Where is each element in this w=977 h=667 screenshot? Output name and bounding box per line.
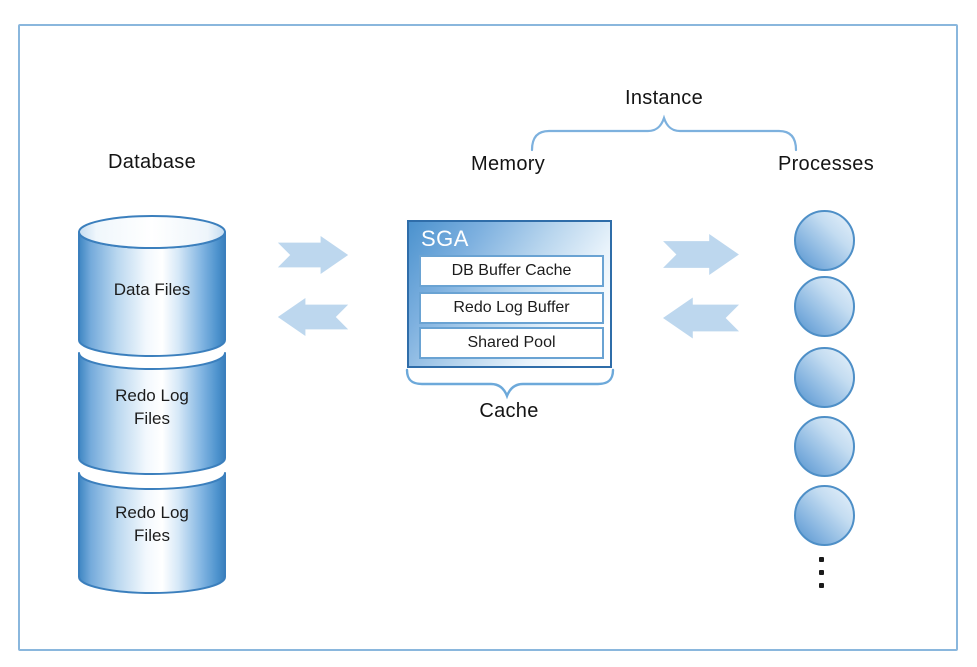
instance-brace (528, 110, 800, 154)
sga-item-shared-pool: Shared Pool (419, 327, 604, 359)
process-circle-1 (794, 210, 855, 271)
cylinder-label-redo-log-1: Redo Log Files (115, 386, 189, 428)
cylinder-label-redo-log-2: Redo Log Files (115, 503, 189, 545)
sga-item-db-buffer-cache: DB Buffer Cache (419, 255, 604, 287)
sga-box: SGA DB Buffer Cache Redo Log Buffer Shar… (407, 220, 612, 368)
cache-label: Cache (479, 400, 539, 422)
vertical-ellipsis-icon (819, 557, 824, 596)
db-to-memory-arrow-icon (277, 236, 349, 274)
sga-title: SGA (421, 226, 469, 251)
process-circle-5 (794, 485, 855, 546)
database-cylinder-stack (76, 211, 228, 597)
processes-heading: Processes (777, 153, 875, 175)
sga-item-redo-log-buffer: Redo Log Buffer (419, 292, 604, 324)
process-to-memory-arrow-icon (663, 297, 739, 339)
cache-brace (405, 368, 615, 402)
process-circle-4 (794, 416, 855, 477)
cylinder-label-data-files: Data Files (113, 280, 191, 299)
memory-heading: Memory (470, 153, 546, 175)
process-circle-3 (794, 347, 855, 408)
process-circle-2 (794, 276, 855, 337)
memory-to-db-arrow-icon (277, 298, 349, 336)
instance-heading: Instance (624, 87, 703, 109)
memory-to-process-arrow-icon (663, 234, 739, 275)
database-heading: Database (107, 151, 196, 173)
